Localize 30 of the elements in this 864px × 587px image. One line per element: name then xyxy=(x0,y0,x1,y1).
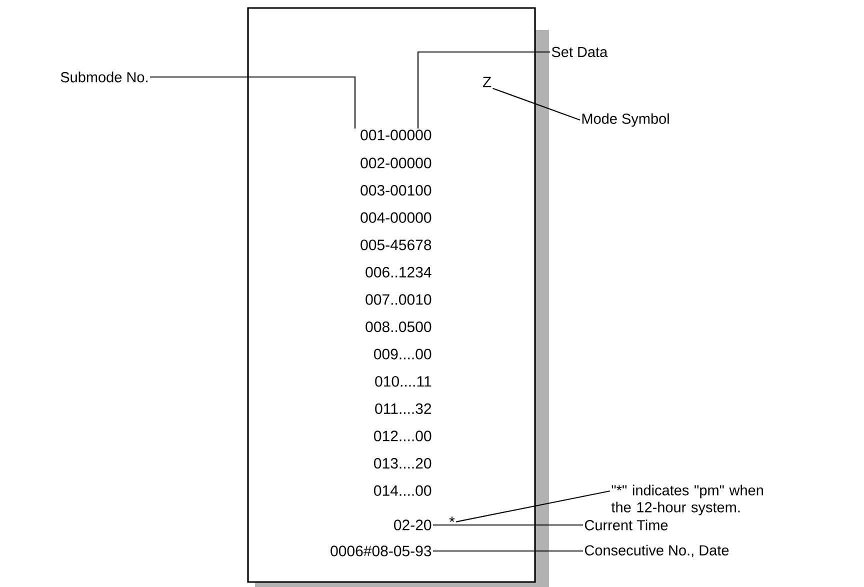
callout-label: Mode Symbol xyxy=(582,113,669,127)
callout-label: Set Data xyxy=(552,46,608,58)
receipt-line: 0006#08-05-93 xyxy=(330,546,432,556)
leader-line xyxy=(150,76,356,128)
leader-line xyxy=(492,88,580,121)
receipt-line: 002-00000 xyxy=(360,158,432,168)
receipt-line: 006..1234 xyxy=(366,266,432,278)
callout-label: Submode No. xyxy=(60,72,148,82)
receipt-line: 014....00 xyxy=(374,485,432,496)
receipt-line: 003-00100 xyxy=(360,184,432,196)
leader-line xyxy=(433,550,583,552)
receipt-line: 004-00000 xyxy=(360,212,432,223)
callout-note: "*" indicates "pm" when the 12-hour system. xyxy=(611,484,763,516)
receipt-line: 011....32 xyxy=(375,403,432,414)
leader-line xyxy=(433,524,583,526)
receipt-line: 02-20 xyxy=(394,520,432,530)
leader-line xyxy=(456,490,610,522)
receipt-line: 001-00000 xyxy=(360,130,432,140)
receipt-line: 013....20 xyxy=(374,458,432,469)
callout-label: Current Time xyxy=(584,520,668,530)
receipt-line: 007..0010 xyxy=(366,294,432,305)
callout-label: Consecutive No., Date xyxy=(584,544,729,558)
receipt-line: 008..0500 xyxy=(366,321,432,332)
receipt-line: 009....00 xyxy=(374,348,432,360)
receipt-line: 012....00 xyxy=(374,430,432,442)
receipt-line: 010....11 xyxy=(375,376,432,387)
asterisk-mark: * xyxy=(449,516,455,522)
receipt-line: 005-45678 xyxy=(360,240,432,250)
mode-symbol: Z xyxy=(482,76,492,88)
leader-line xyxy=(417,51,550,128)
